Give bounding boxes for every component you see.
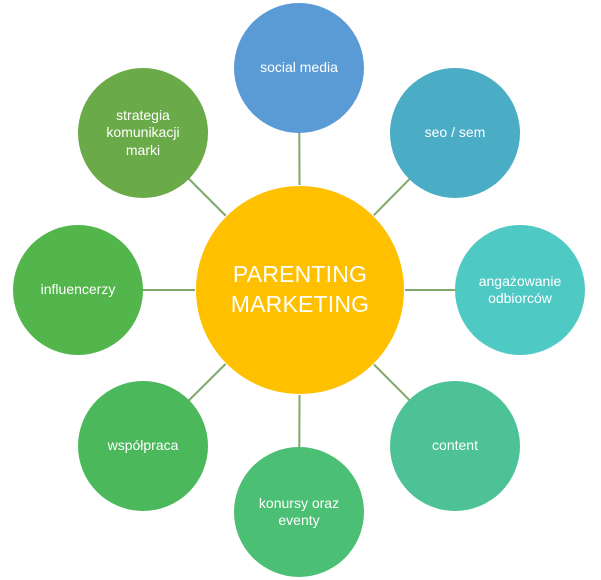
node-audience-engagement: angażowanie odbiorców: [455, 225, 585, 355]
connector-line: [187, 177, 227, 217]
node-content: content: [390, 381, 520, 511]
hub-label: PARENTING MARKETING: [230, 261, 370, 317]
node-label: content: [432, 437, 478, 454]
node-influencers: influencerzy: [13, 225, 143, 355]
node-label: współpraca: [107, 437, 179, 454]
connector-line: [373, 177, 411, 216]
node-social-media: social media: [234, 3, 364, 133]
node-seo-sem: seo / sem: [390, 68, 520, 198]
hub-parenting-marketing: PARENTING MARKETING: [196, 186, 404, 394]
node-contests-events: konursy oraz eventy: [234, 447, 364, 577]
node-label: influencerzy: [40, 281, 116, 298]
node-label: strategia komunikacji marki: [106, 106, 180, 158]
connector-line: [373, 363, 411, 402]
connector-line: [187, 363, 227, 402]
node-label: seo / sem: [424, 124, 486, 141]
node-cooperation: współpraca: [78, 381, 208, 511]
node-label: angażowanie odbiorców: [478, 272, 562, 307]
node-label: konursy oraz eventy: [258, 494, 340, 529]
node-brand-communication-strategy: strategia komunikacji marki: [78, 68, 208, 198]
node-label: social media: [260, 59, 338, 76]
